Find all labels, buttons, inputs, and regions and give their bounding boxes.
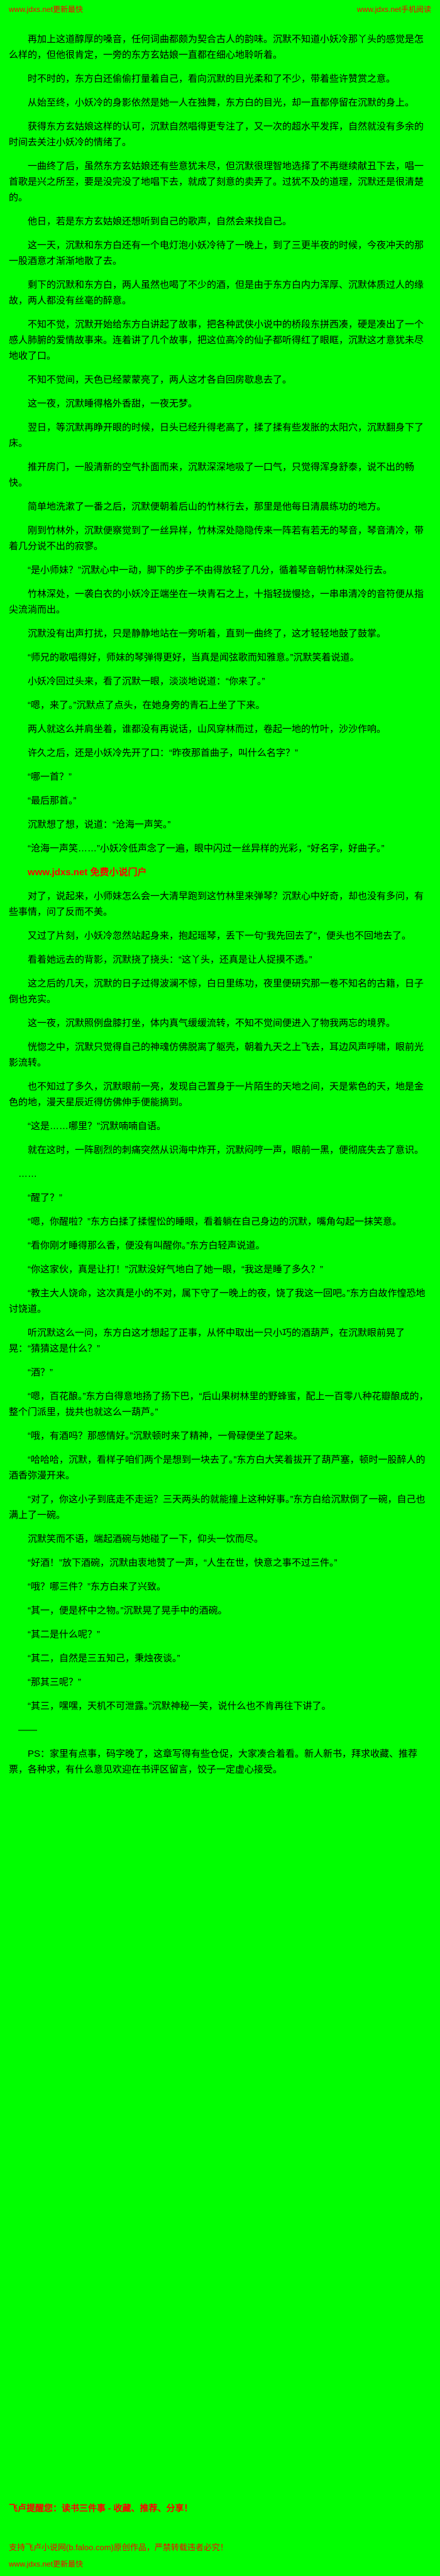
footer: 飞卢提醒您：读书三件事 - 收藏、推荐、分享！ 支持飞卢小说网(b.faloo.… (9, 2494, 431, 2570)
paragraph: “哪一首？” (28, 772, 72, 782)
paragraph: “其一，便是杯中之物。”沉默晃了晃手中的酒碗。 (28, 1605, 228, 1616)
paragraph: 推开房门，一股清新的空气扑面而来，沉默深深地吸了一口气，只觉得浑身舒泰，说不出的… (9, 462, 415, 488)
paragraph: 沉默没有出声打扰，只是静静地站在一旁听着，直到一曲终了，这才轻轻地鼓了鼓掌。 (28, 628, 387, 639)
paragraph: 恍惚之中，沉默只觉得自己的神魂仿佛脱离了躯壳，朝着九天之上飞去，耳边风声呼啸，眼… (9, 1042, 424, 1068)
paragraph: 沉默想了想，说道：“沧海一声笑。” (28, 819, 171, 830)
paragraph: “酒？” (28, 1367, 53, 1378)
paragraph: “嗯，百花酿。”东方白得意地扬了扬下巴，“后山果树林里的野蜂蜜，配上一百零八种花… (9, 1391, 429, 1417)
paragraph: “对了，你这小子到底走不走运？三天两头的就能撞上这种好事。”东方白给沉默倒了一碗… (9, 1494, 426, 1520)
paragraph: PS：家里有点事，码字晚了，这章写得有些仓促，大家凑合着看。新人新书，拜求收藏、… (9, 1749, 418, 1775)
reading-reminder: 飞卢提醒您：读书三件事 - 收藏、推荐、分享！ (9, 2503, 193, 2513)
top-bar: www.jdxs.net更新最快 www.jdxs.net手机阅读 (9, 4, 431, 14)
paragraph: “嗯，你醒啦？”东方白揉了揉惺忪的睡眼，看着躺在自己身边的沉默，嘴角勾起一抹笑意… (28, 1216, 402, 1227)
paragraph: 竹林深处，一袭白衣的小妖冷正端坐在一块青石之上，十指轻拢慢捻，一串串清冷的音符便… (9, 589, 424, 615)
paragraph: 再加上这道醇厚的嗓音，任何词曲都颇为契合古人的韵味。沉默不知道小妖冷那丫头的感觉… (9, 34, 424, 60)
paragraph: 剩下的沉默和东方白，两人虽然也喝了不少的酒，但是由于东方白内力浑厚、沉默体质过人… (9, 280, 424, 306)
separator: …… (18, 1169, 37, 1179)
paragraph: “嗯，来了。”沉默点了点头，在她身旁的青石上坐了下来。 (28, 700, 265, 711)
paragraph: 一曲终了后，虽然东方玄姑娘还有些意犹未尽，但沉默很理智地选择了不再继续献丑下去，… (9, 161, 424, 203)
paragraph: “你这家伙，真是让打！”沉默没好气地白了她一眼，“我这是睡了多久？” (28, 1264, 323, 1275)
paragraph: “其二是什么呢？” (28, 1629, 100, 1640)
paragraph: “是小师妹？”沉默心中一动，脚下的步子不由得放轻了几分，循着琴音朝竹林深处行去。 (28, 565, 392, 576)
site-update-link[interactable]: www.jdxs.net更新最快 (9, 5, 84, 14)
paragraph: 看着她远去的背影，沉默挠了挠头：“这丫头，还真是让人捉摸不透。” (28, 954, 312, 965)
inline-site-link[interactable]: www.jdxs.net 免费小说门户 (28, 867, 147, 878)
paragraph: 也不知过了多久，沉默眼前一亮，发现自己置身于一片陌生的天地之间，天是紫色的天，地… (9, 1081, 424, 1108)
paragraph: 翌日，等沉默再睁开眼的时候，日头已经升得老高了，揉了揉有些发胀的太阳穴，沉默翻身… (9, 422, 424, 449)
paragraph: “最后那首。” (28, 795, 77, 806)
paragraph: 他日，若是东方玄姑娘还想听到自己的歌声，自然会来找自己。 (28, 216, 292, 227)
paragraph: 不知不觉，沉默开始给东方白讲起了故事，把各种武侠小说中的桥段东拼西凑，硬是凑出了… (9, 319, 424, 361)
site-footer-link[interactable]: www.jdxs.net更新最快 (9, 2560, 84, 2568)
paragraph: “沧海一声笑……”小妖冷低声念了一遍，眼中闪过一丝异样的光彩，“好名字，好曲子。… (28, 843, 385, 854)
copyright-notice: 支持飞卢小说网(b.faloo.com)原创作品，严禁转载违者必究！ (9, 2543, 228, 2552)
paragraph: 又过了片刻，小妖冷忽然站起身来，抱起瑶琴，丢下一句“我先回去了”，便头也不回地去… (28, 931, 411, 941)
paragraph: 两人就这么并肩坐着，谁都没有再说话，山风穿林而过，卷起一地的竹叶，沙沙作响。 (28, 724, 387, 734)
content: 再加上这道醇厚的嗓音，任何词曲都颇为契合古人的韵味。沉默不知道小妖冷那丫头的感觉… (9, 23, 431, 2478)
paragraph: 这一天，沉默和东方白还有一个电灯泡小妖冷待了一晚上，到了三更半夜的时候，今夜冲天… (9, 240, 424, 266)
paragraph: 从始至终，小妖冷的身影依然是她一人在独舞，东方白的目光，却一直都停留在沉默的身上… (28, 97, 415, 108)
paragraph: 获得东方玄姑娘这样的认可，沉默自然唱得更专注了，又一次的超水平发挥，自然就没有多… (9, 121, 424, 148)
paragraph: “师兄的歌唱得好，师妹的琴弹得更好，当真是闻弦歌而知雅意。”沉默笑着说道。 (28, 652, 360, 663)
paragraph: “看你刚才睡得那么香，便没有叫醒你。”东方白轻声说道。 (28, 1240, 265, 1251)
paragraph: “好酒！”放下酒碗，沉默由衷地赞了一声，“人生在世，快意之事不过三件。” (28, 1558, 338, 1568)
paragraph: 这之后的几天，沉默的日子过得波澜不惊，白日里练功，夜里便研究那一卷不知名的古籍，… (9, 978, 424, 1005)
paragraph: 这一夜，沉默睡得格外香甜，一夜无梦。 (28, 398, 198, 409)
paragraph: “哈哈哈，沉默，看样子咱们两个是想到一块去了。”东方白大笑着拔开了葫芦塞，顿时一… (9, 1454, 426, 1481)
paragraph: 许久之后，还是小妖冷先开了口：“昨夜那首曲子，叫什么名字？” (28, 748, 298, 758)
paragraph: “醒了？” (28, 1192, 62, 1203)
paragraph: 简单地洗漱了一番之后，沉默便朝着后山的竹林行去，那里是他每日清晨练功的地方。 (28, 501, 387, 512)
paragraph: 沉默笑而不语，端起酒碗与她碰了一下，仰头一饮而尽。 (28, 1534, 264, 1544)
separator: —— (18, 1725, 37, 1735)
paragraph: “哦？哪三件？”东方白来了兴致。 (28, 1581, 166, 1592)
site-mobile-link[interactable]: www.jdxs.net手机阅读 (356, 5, 431, 14)
paragraph: “这是……哪里？”沉默喃喃自语。 (28, 1121, 166, 1132)
paragraph: 刚到竹林外，沉默便察觉到了一丝异样，竹林深处隐隐传来一阵若有若无的琴音，琴音清冷… (9, 525, 424, 552)
paragraph: “其三，嘿嘿，天机不可泄露。”沉默神秘一笑，说什么也不肯再往下讲了。 (28, 1701, 331, 1711)
paragraph: 小妖冷回过头来，看了沉默一眼，淡淡地说道：“你来了。” (28, 676, 265, 687)
paragraph: 听沉默这么一问，东方白这才想起了正事，从怀中取出一只小巧的酒葫芦，在沉默眼前晃了… (9, 1328, 405, 1354)
paragraph: “教主大人饶命，这次真是小的不对，属下守了一晚上的夜，饶了我这一回吧。”东方白故… (9, 1288, 426, 1314)
paragraph: “其二，自然是三五知己，秉烛夜谈。” (28, 1653, 180, 1664)
paragraph: “哦，有酒吗？那感情好。”沉默顿时来了精神，一骨碌便坐了起来。 (28, 1431, 303, 1441)
paragraph: 时不时的，东方白还偷偷打量着自己，看向沉默的目光柔和了不少，带着些许赞赏之意。 (28, 74, 396, 84)
paragraph: 就在这时，一阵剧烈的刺痛突然从识海中炸开，沉默闷哼一声，眼前一黑，便彻底失去了意… (28, 1145, 424, 1155)
paragraph: 不知不觉间，天色已经蒙蒙亮了，两人这才各自回房歇息去了。 (28, 374, 292, 385)
paragraph: 对了，说起来，小师妹怎么会一大清早跑到这竹林里来弹琴？沉默心中好奇，却也没有多问… (9, 891, 424, 917)
paragraph: “那其三呢？” (28, 1677, 81, 1688)
paragraph: 这一夜，沉默照例盘膝打坐，体内真气缓缓流转，不知不觉间便进入了物我两忘的境界。 (28, 1018, 396, 1029)
